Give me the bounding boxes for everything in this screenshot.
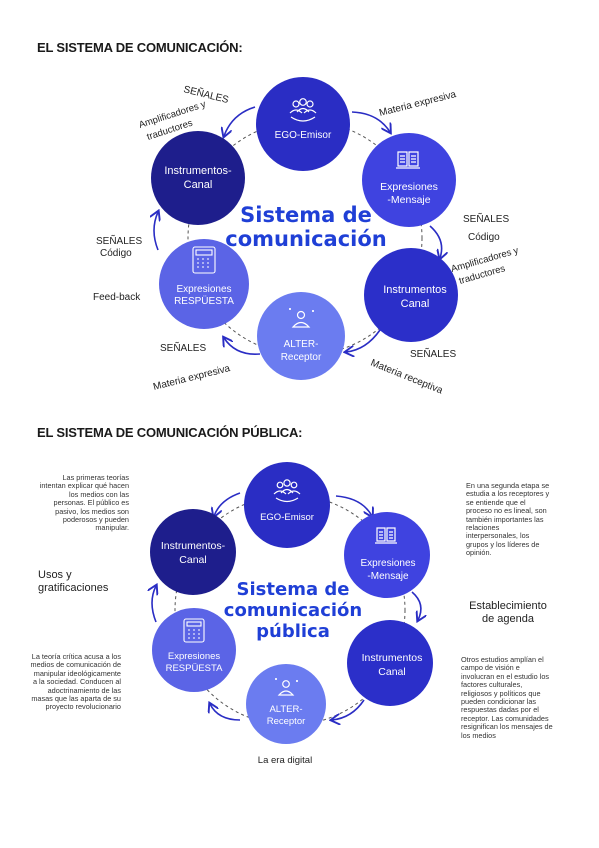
note-bottom-right: Otros estudios amplían el campo de visió… <box>461 655 553 740</box>
section1-title: EL SISTEMA DE COMUNICACIÓN: <box>37 40 243 55</box>
node2-alter-label-2: Receptor <box>267 716 306 727</box>
node-alter-label-1: ALTER- <box>284 339 319 350</box>
node-ego-emisor: EGO-Emisor <box>256 77 350 171</box>
node2-alter-receptor: ALTER- Receptor <box>246 664 326 744</box>
section2-title: EL SISTEMA DE COMUNICACIÓN PÚBLICA: <box>37 425 303 440</box>
node2-expresiones-mensaje: Expresiones -Mensaje <box>344 512 430 598</box>
node-instr-right-label-2: Canal <box>401 298 430 310</box>
node2-instr-left-label-2: Canal <box>179 554 206 566</box>
label-senales-bottom-left: SEÑALES <box>160 341 206 354</box>
diagram-2: EGO-Emisor Expresiones -Mensaje Instrume… <box>150 462 433 744</box>
note-top-left: Las primeras teorías intentan explicar q… <box>39 473 129 533</box>
node-expr-msg-label-1: Expresiones <box>380 181 438 193</box>
label-materia-expresiva-top: Materia expresiva <box>378 89 458 119</box>
node2-expr-resp-label-1: Expresiones <box>168 651 221 662</box>
node2-instr-right-label-2: Canal <box>378 666 405 678</box>
label-senales-left: SEÑALES <box>96 234 142 247</box>
arrow-1a <box>224 106 256 136</box>
center-title-1-line1: Sistema de <box>240 203 372 227</box>
arrow-1e <box>224 338 261 355</box>
label-materia-receptiva: Materia receptiva <box>369 358 445 397</box>
node2-instrumentos-canal-left: Instrumentos- Canal <box>150 509 236 595</box>
book-icon <box>375 527 397 544</box>
node-instr-left-label-1: Instrumentos- <box>164 165 232 177</box>
node-alter-label-2: Receptor <box>281 352 322 363</box>
label-senales-right: SEÑALES <box>463 212 509 225</box>
node-alter-receptor: ALTER- Receptor <box>257 292 345 380</box>
node-instr-right-label-1: Instrumentos <box>383 284 447 296</box>
calculator-icon <box>183 618 205 643</box>
label-senales-bottom-right: SEÑALES <box>410 347 456 360</box>
diagram-1: EGO-Emisor Expresiones -Mensaje Instrume… <box>93 77 520 397</box>
users-icon <box>273 479 301 503</box>
book-icon <box>396 151 420 169</box>
calculator-icon <box>192 246 216 274</box>
arrow-1f <box>154 212 158 251</box>
arrow-1d <box>346 329 381 352</box>
node-ego-label: EGO-Emisor <box>275 130 332 141</box>
node2-instr-right-label-1: Instrumentos <box>362 652 423 664</box>
users-icon <box>289 98 317 122</box>
node-instrumentos-canal-right: Instrumentos Canal <box>364 248 458 342</box>
arrow-2d <box>332 699 365 720</box>
note-usos-gratificaciones: Usos y gratificaciones <box>38 569 109 594</box>
node-expresiones-mensaje: Expresiones -Mensaje <box>362 133 456 227</box>
node-instr-left-label-2: Canal <box>184 179 213 191</box>
arrow-2a <box>214 492 241 516</box>
node-expr-resp-label-2: RESPÜESTA <box>174 295 234 307</box>
node-expr-msg-label-2: -Mensaje <box>387 194 430 206</box>
node2-expr-resp-label-2: RESPÜESTA <box>166 663 224 674</box>
node2-alter-label-1: ALTER- <box>269 704 302 715</box>
arrow-1b <box>351 111 390 132</box>
node2-ego-label: EGO-Emisor <box>260 512 314 523</box>
note-era-digital: La era digital <box>257 755 313 766</box>
note-bottom-left: La teoría crítica acusa a los medios de … <box>30 652 121 712</box>
note-top-right: En una segunda etapa se estudia a los re… <box>466 481 550 558</box>
node2-instr-left-label-1: Instrumentos- <box>161 540 226 552</box>
node2-instrumentos-canal-right: Instrumentos Canal <box>347 620 433 706</box>
note-agenda: Establecimiento de agenda <box>469 600 547 625</box>
center-title-1-line2: comunicación <box>225 227 387 251</box>
arrow-2f <box>152 586 156 623</box>
node-expr-resp-label-1: Expresiones <box>176 284 231 295</box>
label-codigo-left: Código <box>100 248 132 259</box>
label-feedback: Feed-back <box>93 292 141 303</box>
person-sparkle-icon <box>289 308 314 328</box>
person-sparkle-icon <box>275 678 298 696</box>
label-codigo-right: Código <box>468 232 500 243</box>
arrow-1c <box>429 225 442 258</box>
center-title-2-line2: comunicación <box>224 600 362 621</box>
node-instrumentos-canal-left: Instrumentos- Canal <box>151 131 245 225</box>
arrow-2c <box>411 591 421 620</box>
label-materia-expresiva-bottom: Materia expresiva <box>152 363 232 393</box>
center-title-2-line1: Sistema de <box>237 579 350 600</box>
arrow-2b <box>335 495 372 516</box>
node2-expr-msg-label-2: -Mensaje <box>367 571 409 582</box>
ring-1 <box>187 120 423 356</box>
node2-expr-msg-label-1: Expresiones <box>360 558 415 569</box>
arrow-2e <box>210 704 241 721</box>
node2-ego-emisor: EGO-Emisor <box>244 462 330 548</box>
node2-expresiones-respuesta: Expresiones RESPÜESTA <box>152 608 236 692</box>
center-title-2-line3: pública <box>256 621 330 642</box>
node-expresiones-respuesta: Expresiones RESPÜESTA <box>159 239 249 329</box>
